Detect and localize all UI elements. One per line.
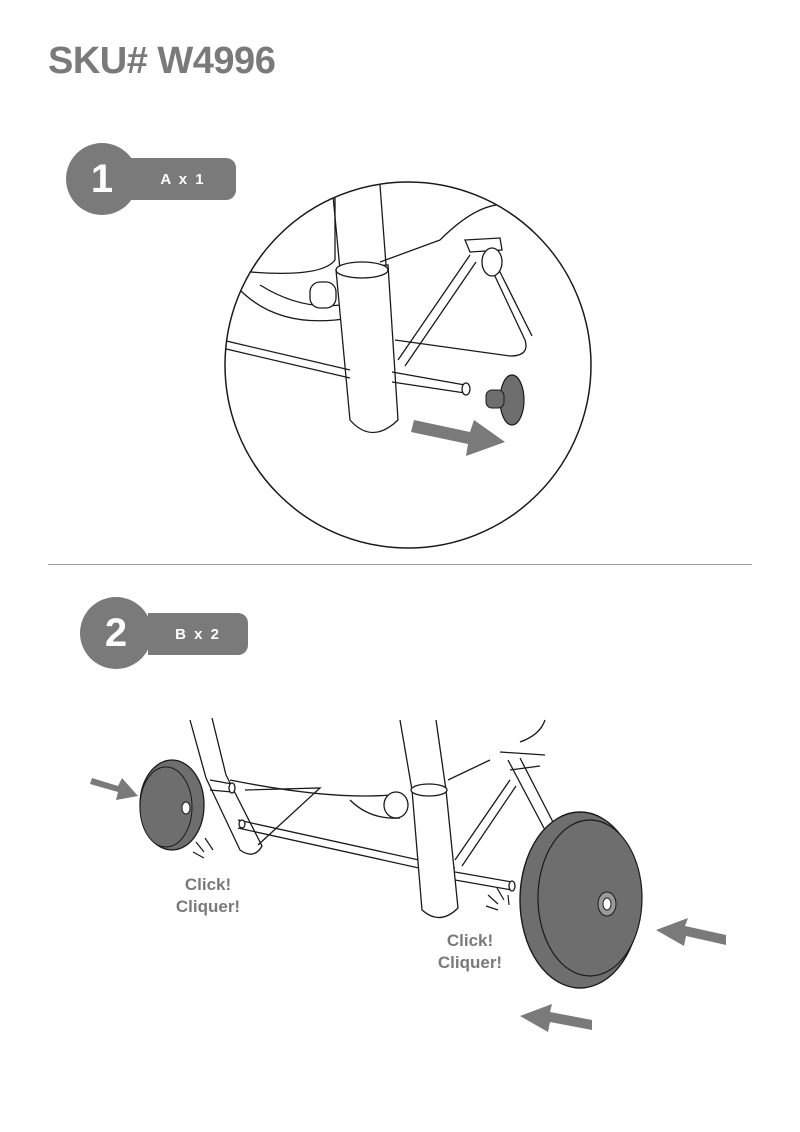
step-1-number: 1 [66, 143, 138, 215]
step-2-quantity: B x 2 [148, 613, 248, 655]
right-wheel [519, 811, 643, 989]
click-text-en: Click! [446, 931, 494, 950]
arrow-left-wheel-icon [90, 778, 138, 800]
sku-title: SKU# W4996 [48, 40, 276, 82]
frame-detail [225, 182, 591, 434]
arrow-bottom-icon [520, 1004, 592, 1032]
cart-frame [189, 717, 556, 919]
arrow-right-wheel-icon [656, 918, 726, 946]
direction-arrow-icon [411, 420, 505, 456]
click-text-fr: Cliquer! [437, 953, 503, 972]
left-wheel [139, 759, 205, 851]
section-divider [48, 564, 752, 565]
click-lines-right [485, 887, 510, 911]
click-text-fr: Cliquer! [175, 897, 241, 916]
detail-circle [224, 181, 592, 549]
click-text-en: Click! [184, 875, 232, 894]
step-2-number: 2 [80, 597, 152, 669]
click-lines-left [192, 837, 214, 859]
click-label-left: Click! Cliquer! [158, 874, 258, 918]
step-1-quantity-label: A x 1 [130, 158, 236, 200]
click-label-right: Click! Cliquer! [420, 930, 520, 974]
